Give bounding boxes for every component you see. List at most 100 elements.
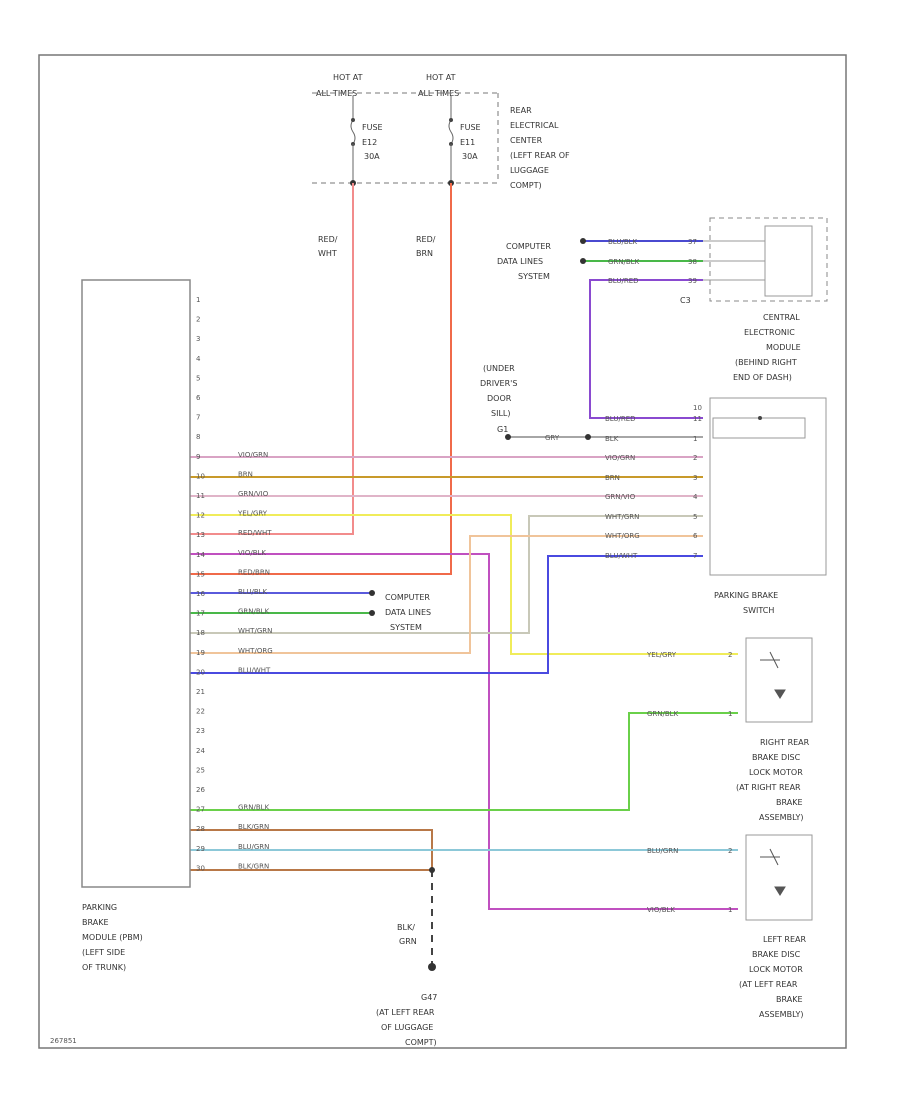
cem-connector xyxy=(764,225,813,297)
fuse1-l1: FUSE xyxy=(362,123,383,132)
lm-pin-1: 2 xyxy=(728,847,732,855)
module-pin-27: 27 xyxy=(196,806,205,814)
module-pin-17: 17 xyxy=(196,610,205,618)
cem-wire-39-label: BLU/RED xyxy=(608,277,639,285)
switch-wire-label-2: VIO/GRN xyxy=(605,454,635,462)
cem-label-5: END OF DASH) xyxy=(733,373,792,382)
module-pin-18: 18 xyxy=(196,629,205,637)
g47-label-4: COMPT) xyxy=(405,1038,437,1047)
pbm-wire-labels: VIO/GRNBRNGRN/VIOYEL/GRYRED/WHTVIO/BLKRE… xyxy=(237,451,273,871)
wire2-label-a: RED/ xyxy=(416,235,436,244)
pbm-wire-label-28: BLK/GRN xyxy=(238,823,269,831)
g47-label-2: (AT LEFT REAR xyxy=(376,1008,435,1017)
switch-pin-2: 2 xyxy=(693,454,697,462)
pbm-wire-label-19: WHT/ORG xyxy=(238,647,273,655)
module-pin-12: 12 xyxy=(196,512,205,520)
lm-wire-2: VIO/BLK xyxy=(647,906,675,914)
lm-label-1: LEFT REAR xyxy=(763,935,806,944)
pbm-wire-label-10: BRN xyxy=(238,470,253,478)
wire-red-wht xyxy=(190,183,354,535)
door-label-1: (UNDER xyxy=(483,364,515,373)
module-pin-22: 22 xyxy=(196,708,205,716)
module-pin-19: 19 xyxy=(196,649,205,657)
left-motor-icon xyxy=(760,848,786,896)
switch-wire-labels: BLU/REDBLKVIO/GRNBRNGRN/VIOWHT/GRNWHT/OR… xyxy=(605,415,640,560)
lm-label-2: BRAKE DISC xyxy=(752,950,801,959)
switch-contact-icon xyxy=(758,416,762,420)
rec-label-3: CENTER xyxy=(510,136,543,145)
rm-wire-2: GRN/BLK xyxy=(647,710,679,718)
ground-g47-icon xyxy=(428,963,436,971)
module-pin-25: 25 xyxy=(196,766,205,774)
switch-wire-label-7: BLU/WHT xyxy=(605,552,638,560)
wire-red-brn xyxy=(190,183,452,575)
wire-18 xyxy=(190,515,703,634)
central-electronic-module: COMPUTER DATA LINES SYSTEM BLU/BLK GRN/B… xyxy=(497,217,828,382)
pbm-wire-label-13: RED/WHT xyxy=(238,529,272,537)
wire-19 xyxy=(190,535,703,654)
module-pin-5: 5 xyxy=(196,374,200,382)
module-pin-1: 1 xyxy=(196,296,200,304)
module-pin-24: 24 xyxy=(196,747,205,755)
wire-20 xyxy=(190,555,703,674)
cdl-arrow-1-icon xyxy=(369,590,375,596)
fuse2-l3: 30A xyxy=(462,152,478,161)
cem-connector-label: C3 xyxy=(680,296,691,305)
lm-label-4: (AT LEFT REAR xyxy=(739,980,798,989)
rm-pin-1: 2 xyxy=(728,651,732,659)
rm-label-6: ASSEMBLY) xyxy=(759,813,803,822)
switch-wire-label-1: BLK xyxy=(605,435,619,443)
cdl-arrow-2-icon xyxy=(369,610,375,616)
pbm-wire-label-11: GRN/VIO xyxy=(238,490,269,498)
wire1-label-a: RED/ xyxy=(318,235,338,244)
wire-cem-39 xyxy=(589,279,703,419)
door-label-2: DRIVER'S xyxy=(480,379,517,388)
fuse-e12-icon xyxy=(350,119,356,145)
ground-wire-label-a: BLK/ xyxy=(397,923,415,932)
lm-pin-2: 1 xyxy=(728,906,732,914)
pbm-wire-label-18: WHT/GRN xyxy=(238,627,272,635)
module-pin-26: 26 xyxy=(196,786,205,794)
switch-wire-label-3: BRN xyxy=(605,474,620,482)
module-pin-9: 9 xyxy=(196,453,200,461)
module-pin-8: 8 xyxy=(196,433,200,441)
cdl2-label-2: DATA LINES xyxy=(385,608,431,617)
module-pin-13: 13 xyxy=(196,531,205,539)
lm-wire-1: BLU/GRN xyxy=(647,847,678,855)
switch-pin-4: 4 xyxy=(693,493,698,501)
hot-label-2a: HOT AT xyxy=(426,73,456,82)
hot-label-1b: ALL TIMES xyxy=(316,89,357,98)
cem-dashed-box xyxy=(709,217,828,302)
switch-label-2: SWITCH xyxy=(743,606,774,615)
cem-cdl-3: SYSTEM xyxy=(518,272,550,281)
ground-wire-label-b: GRN xyxy=(399,937,417,946)
pbm-wire-label-17: GRN/BLK xyxy=(238,608,270,616)
module-pin-23: 23 xyxy=(196,727,205,735)
hot-label-1a: HOT AT xyxy=(333,73,363,82)
wire-28 xyxy=(190,829,433,870)
right-rear-lock-motor: YEL/GRY GRN/BLK 2 1 RIGHT REAR BRAKE DIS… xyxy=(646,637,813,822)
door-label-3: DOOR xyxy=(487,394,512,403)
module-pin-11: 11 xyxy=(196,492,205,500)
diagram-frame xyxy=(38,54,847,1049)
switch-pin-6: 6 xyxy=(693,532,698,540)
pbm-wire-label-29: BLU/GRN xyxy=(238,843,269,851)
pbm-wire-label-16: BLU/BLK xyxy=(238,588,268,596)
rm-wire-1: YEL/GRY xyxy=(646,651,677,659)
wire2-label-b: BRN xyxy=(416,249,433,258)
pbm-wire-label-20: BLU/WHT xyxy=(238,666,271,674)
module-pin-4: 4 xyxy=(196,355,201,363)
switch-label-1: PARKING BRAKE xyxy=(714,591,778,600)
module-pin-28: 28 xyxy=(196,825,205,833)
module-pin-30: 30 xyxy=(196,864,205,872)
door-wire-label: GRY xyxy=(545,434,560,442)
module-pin-numbers: 1234567891011121314151617181920212223242… xyxy=(196,296,205,872)
fuse1-l2: E12 xyxy=(362,138,377,147)
wire1-label-b: WHT xyxy=(318,249,337,258)
rm-label-3: LOCK MOTOR xyxy=(749,768,803,777)
pbm-wire-label-14: VIO/BLK xyxy=(238,549,266,557)
cdl2-label-3: SYSTEM xyxy=(390,623,422,632)
switch-wire-label-6: WHT/ORG xyxy=(605,532,640,540)
module-label-5: OF TRUNK) xyxy=(82,963,126,972)
